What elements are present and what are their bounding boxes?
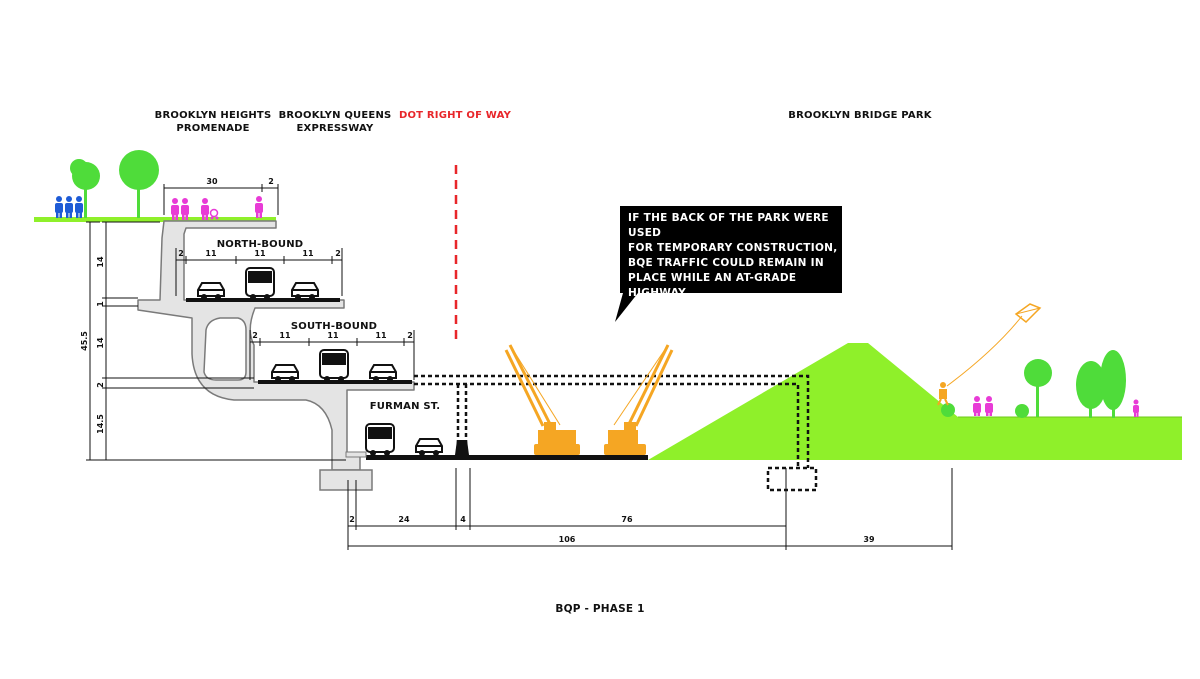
dim-north-lane-0: 2 bbox=[178, 249, 184, 258]
crane-left bbox=[504, 344, 580, 455]
callout-line-5: AND DECK ARE CONSTRUCTED... bbox=[628, 302, 828, 314]
furman-car bbox=[415, 438, 443, 456]
south-bus bbox=[319, 349, 349, 382]
dim-south-lane-4: 2 bbox=[407, 331, 413, 340]
crane-right bbox=[604, 344, 674, 455]
trees bbox=[70, 150, 1126, 418]
callout-box bbox=[615, 206, 842, 322]
dim-south-slab: 2 bbox=[96, 382, 105, 388]
dim-promenade-rail: 2 bbox=[268, 177, 274, 186]
people-pink bbox=[171, 196, 1139, 417]
dim-south-lane-0: 2 bbox=[252, 331, 258, 340]
dimension-lines bbox=[86, 184, 953, 550]
park-hill bbox=[648, 343, 1182, 460]
dim-south-deck-height: 14 bbox=[96, 337, 105, 349]
people-blue bbox=[55, 196, 83, 218]
dim-north-slab: 1 bbox=[96, 301, 105, 307]
bqe-structure bbox=[137, 220, 415, 471]
dim-north-deck-height: 14 bbox=[96, 256, 105, 268]
footing bbox=[319, 469, 373, 491]
callout-line-2: FOR TEMPORARY CONSTRUCTION, bbox=[628, 242, 838, 254]
dim-bottom-2: 2 bbox=[349, 515, 355, 524]
north-bus bbox=[245, 267, 275, 300]
tree-4 bbox=[1076, 361, 1106, 418]
heights-grass bbox=[34, 217, 164, 222]
vehicles bbox=[197, 267, 443, 456]
tree-5 bbox=[1100, 350, 1126, 418]
south-car-1 bbox=[271, 364, 299, 382]
north-car-1 bbox=[197, 282, 225, 300]
dim-north-lane-1: 11 bbox=[205, 249, 217, 258]
promenade-grass bbox=[164, 217, 276, 221]
label-promenade: BROOKLYN HEIGHTS PROMENADE bbox=[154, 110, 272, 134]
temporary-pier bbox=[455, 440, 469, 455]
label-park: BROOKLYN BRIDGE PARK bbox=[788, 110, 932, 121]
dimension-text: 30 2 2 11 11 11 2 2 11 11 11 2 14 1 14 2… bbox=[80, 177, 875, 544]
bush-1 bbox=[941, 403, 955, 417]
callout-line-3: BQE TRAFFIC COULD REMAIN IN bbox=[628, 257, 824, 269]
callout-line-4: PLACE WHILE AN AT-GRADE HIGHWAY bbox=[628, 272, 797, 299]
structure-opening bbox=[203, 317, 247, 381]
furman-bus bbox=[365, 423, 395, 456]
temporary-deck-outline bbox=[414, 374, 818, 492]
dim-north-lane-2: 11 bbox=[254, 249, 266, 258]
south-car-2 bbox=[369, 364, 397, 382]
south-deck-road bbox=[258, 380, 412, 384]
north-car-2 bbox=[291, 282, 319, 300]
label-furman: FURMAN ST. bbox=[369, 401, 441, 412]
dim-bottom-39: 39 bbox=[863, 535, 875, 544]
dim-bottom-76: 76 bbox=[621, 515, 633, 524]
furman-curb bbox=[345, 451, 367, 458]
kite-flyer bbox=[937, 382, 949, 406]
dim-bottom-24: 24 bbox=[398, 515, 410, 524]
dim-furman-height: 14.5 bbox=[96, 414, 105, 434]
tree-2 bbox=[119, 150, 159, 218]
kite bbox=[946, 303, 1042, 387]
dim-total-height: 45.5 bbox=[80, 331, 89, 351]
tree-3 bbox=[1024, 359, 1052, 417]
dim-south-lane-1: 11 bbox=[279, 331, 291, 340]
dim-south-lane-2: 11 bbox=[327, 331, 339, 340]
furman-road bbox=[366, 455, 648, 460]
tree-1 bbox=[70, 159, 100, 218]
label-dot-row: DOT RIGHT OF WAY bbox=[398, 110, 512, 121]
callout-text: IF THE BACK OF THE PARK WERE USED FOR TE… bbox=[628, 211, 840, 316]
label-caption: BQP - PHASE 1 bbox=[555, 603, 645, 615]
dim-bottom-4: 4 bbox=[460, 515, 466, 524]
dim-south-lane-3: 11 bbox=[375, 331, 387, 340]
label-north-bound: NORTH-BOUND bbox=[216, 239, 304, 250]
dim-north-lane-3: 11 bbox=[302, 249, 314, 258]
callout-line-1: IF THE BACK OF THE PARK WERE USED bbox=[628, 212, 829, 239]
label-expressway: BROOKLYN QUEENS EXPRESSWAY bbox=[278, 110, 392, 134]
label-south-bound: SOUTH-BOUND bbox=[290, 321, 378, 332]
north-deck-road bbox=[186, 298, 340, 302]
dim-north-lane-4: 2 bbox=[335, 249, 341, 258]
bush-2 bbox=[1015, 404, 1029, 418]
dim-bottom-106: 106 bbox=[559, 535, 576, 544]
dim-promenade-width: 30 bbox=[206, 177, 218, 186]
